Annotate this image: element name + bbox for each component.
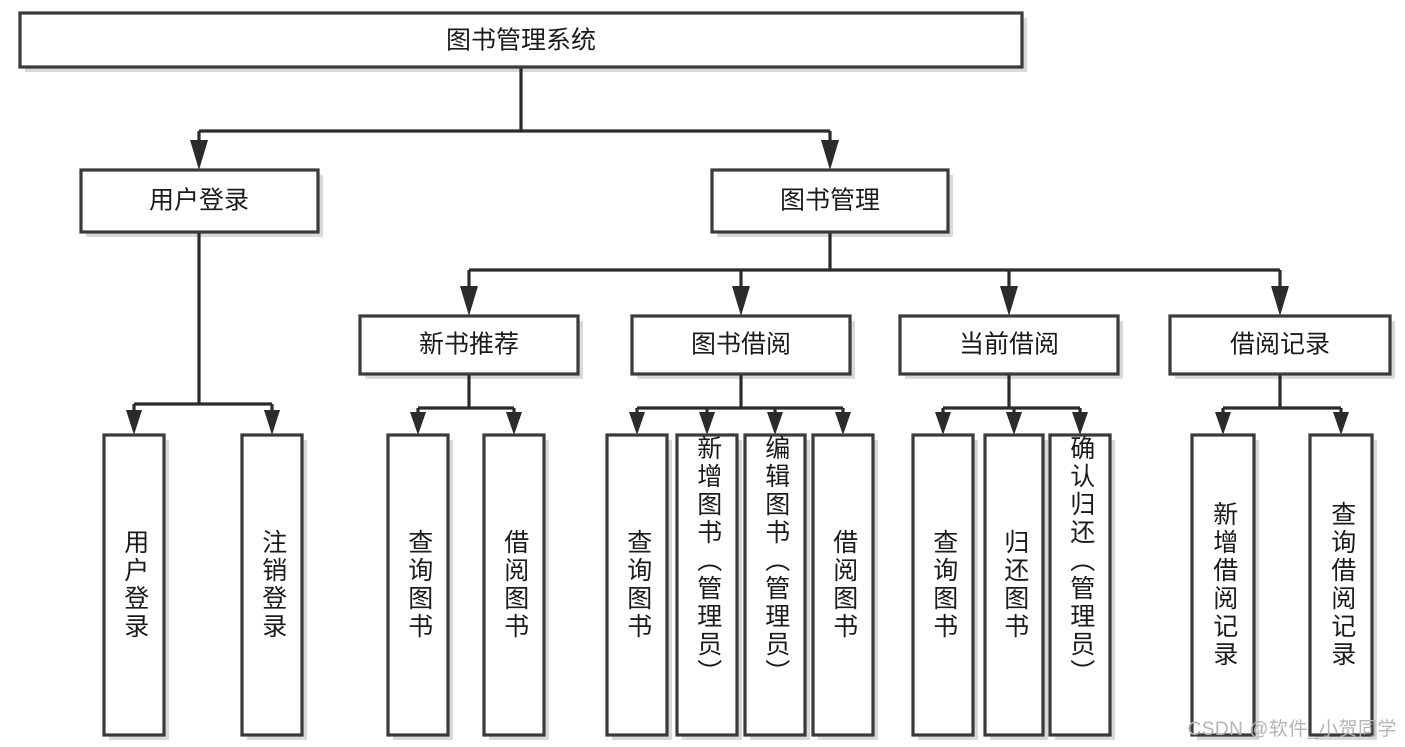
node-leaf-box[interactable] <box>811 433 875 737</box>
arrow-head-icon <box>629 412 645 435</box>
node-label-current-borrow: 当前借阅 <box>959 331 1059 359</box>
node-label-root: 图书管理系统 <box>446 27 596 55</box>
arrow-head-icon <box>1215 412 1231 435</box>
node-leaf-box[interactable] <box>240 433 304 737</box>
arrow-head-icon <box>506 412 522 435</box>
node-leaf-box[interactable] <box>1048 433 1112 737</box>
node-label-borrow-record: 借阅记录 <box>1230 331 1330 359</box>
arrow-head-icon <box>190 140 208 170</box>
arrow-head-icon <box>935 412 951 435</box>
arrow-head-icon <box>1006 412 1022 435</box>
connector-lines <box>132 67 1343 414</box>
node-level2-box[interactable] <box>898 314 1120 376</box>
watermark-text: CSDN @软件_小贺同学 <box>1187 719 1397 740</box>
node-root-box[interactable] <box>18 11 1024 69</box>
node-leaf-box[interactable] <box>983 433 1045 737</box>
arrow-heads <box>126 140 1349 435</box>
node-leaf-box[interactable] <box>1190 433 1256 737</box>
node-leaf-box[interactable] <box>1308 433 1374 737</box>
node-level1-box[interactable] <box>710 168 950 234</box>
node-label-book-management: 图书管理 <box>780 187 880 215</box>
node-label-book-borrow: 图书借阅 <box>691 331 791 359</box>
arrow-head-icon <box>126 410 142 435</box>
node-label-new-book-recommend: 新书推荐 <box>419 331 519 359</box>
node-labels: 图书管理系统 用户登录 图书管理 新书推荐 图书借阅 当前借阅 借阅记录 <box>149 27 1330 359</box>
arrow-head-icon <box>264 410 280 435</box>
node-label-user-login: 用户登录 <box>149 187 249 215</box>
node-level2-box[interactable] <box>1168 314 1392 376</box>
arrow-head-icon <box>1333 412 1349 435</box>
node-leaf-box[interactable] <box>605 433 669 737</box>
node-leaf-box[interactable] <box>386 433 450 737</box>
arrow-head-icon <box>821 140 839 170</box>
arrow-head-icon <box>699 412 715 435</box>
arrow-head-icon <box>410 412 426 435</box>
arrow-head-icon <box>1072 412 1088 435</box>
node-level1-box[interactable] <box>79 168 320 234</box>
node-boxes <box>18 11 1392 737</box>
node-level2-box[interactable] <box>358 314 580 376</box>
arrow-head-icon <box>767 412 783 435</box>
arrow-head-icon <box>1000 286 1018 316</box>
node-level2-box[interactable] <box>630 314 852 376</box>
arrow-head-icon <box>732 286 750 316</box>
node-leaf-box[interactable] <box>911 433 975 737</box>
node-leaf-box[interactable] <box>743 433 807 737</box>
node-leaf-box[interactable] <box>675 433 739 737</box>
arrow-head-icon <box>460 286 478 316</box>
arrow-head-icon <box>835 412 851 435</box>
arrow-head-icon <box>1271 286 1289 316</box>
node-leaf-box[interactable] <box>102 433 166 737</box>
node-leaf-box[interactable] <box>482 433 546 737</box>
